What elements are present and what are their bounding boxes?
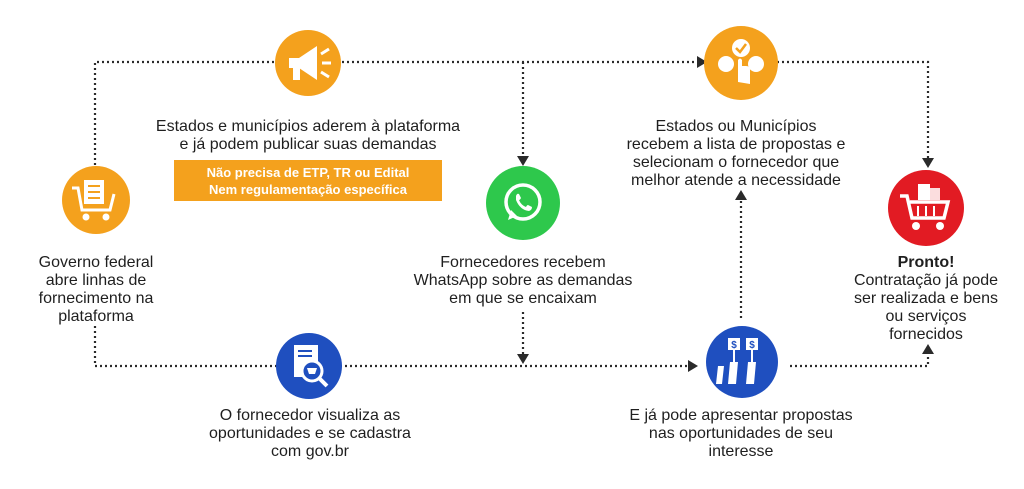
requirements-banner: Não precisa de ETP, TR ou Edital Nem reg… — [174, 160, 442, 201]
svg-text:$: $ — [731, 340, 737, 351]
bidding-hands-icon: $ $ — [716, 338, 758, 384]
arrow-whatsapp-down — [517, 354, 529, 364]
selecionam-text: Estados ou Municípios recebem a lista de… — [626, 118, 846, 189]
fornecedor-visualiza-text: O fornecedor visualiza as oportunidades … — [209, 407, 411, 460]
shopping-cart-checklist-icon — [72, 180, 116, 221]
document-search-cart-icon — [294, 345, 329, 388]
whatsapp-icon — [504, 183, 542, 221]
selecionam-node-icon — [704, 26, 778, 100]
whatsapp-node-icon — [486, 166, 560, 240]
connector-bottom — [93, 326, 690, 368]
connector-propostas-pronto — [790, 352, 930, 368]
arrow-to-pronto — [922, 158, 934, 168]
arrow-to-whatsapp — [517, 156, 529, 166]
pronto-title: Pronto! — [897, 254, 955, 271]
estados-aderem-node-icon — [275, 30, 341, 96]
megaphone-icon — [289, 46, 331, 80]
arrow-to-propostas — [688, 360, 698, 372]
pronto-node-icon — [888, 170, 964, 246]
shopping-cart-full-icon — [900, 184, 951, 230]
governo-text: Governo federal abre linhas de fornecime… — [38, 254, 154, 325]
propostas-text: E já pode apresentar propostas nas oport… — [629, 407, 853, 460]
estados-aderem-text: Estados e municípios aderem à plataforma… — [155, 118, 461, 153]
governo-node-icon — [62, 166, 130, 234]
select-option-hand-icon — [718, 39, 764, 84]
arrow-up-pronto — [922, 344, 934, 354]
arrow-to-selecionam — [697, 56, 707, 68]
pronto-text: Pronto! Contratação já pode ser realizad… — [836, 254, 1016, 344]
connector-top — [93, 60, 930, 165]
propostas-node-icon: $ $ — [706, 326, 778, 398]
fornecedor-visualiza-node-icon — [276, 333, 342, 399]
svg-text:$: $ — [749, 340, 755, 351]
whatsapp-text: Fornecedores recebem WhatsApp sobre as d… — [413, 254, 633, 307]
arrow-up-selecionam — [735, 190, 747, 200]
